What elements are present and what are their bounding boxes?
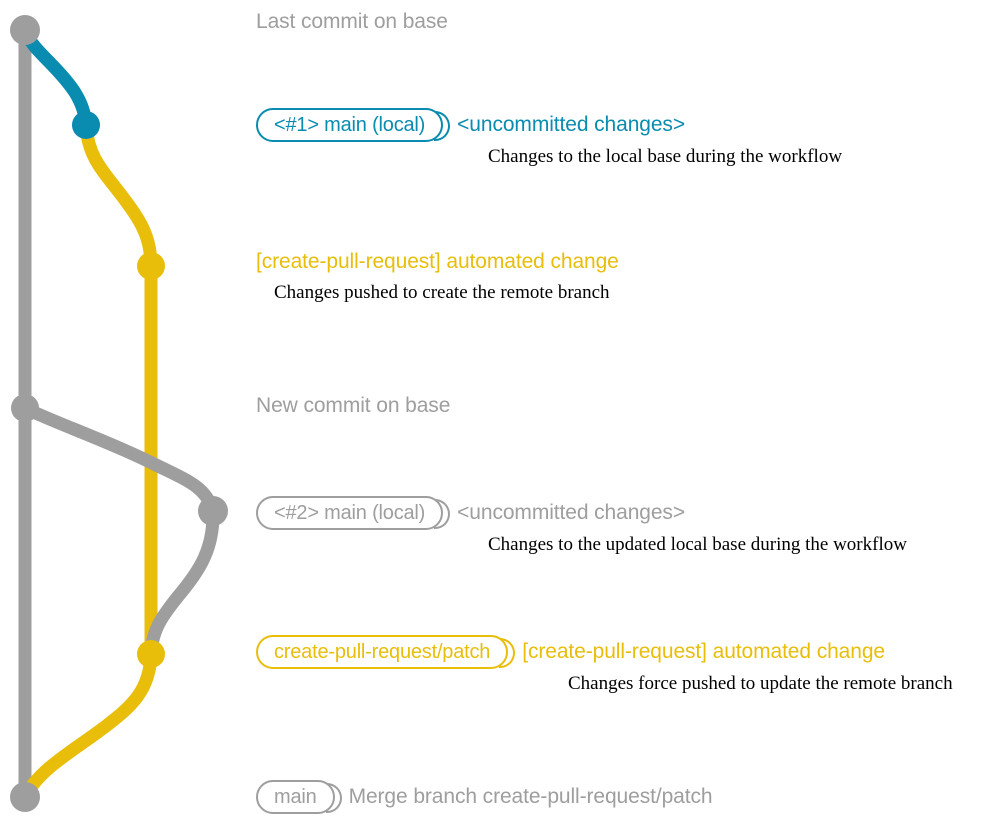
edge-base-to-local-1 (18, 25, 93, 132)
row-last-commit-on-base: Last commit on base (256, 10, 448, 34)
row-main-local-1: <#1> main (local) <uncommitted changes> … (256, 108, 842, 168)
commit-message-last-commit-on-base: Last commit on base (256, 10, 448, 33)
node-automated-change-1[interactable] (137, 252, 165, 280)
row-merge-commit: main Merge branch create-pull-request/pa… (256, 780, 713, 814)
badge-wrap-main: main (256, 780, 342, 814)
row-new-commit-on-base: New commit on base (256, 394, 450, 418)
commit-message-automated-change-1: [create-pull-request] automated change (256, 250, 619, 273)
node-main-local-2[interactable] (198, 496, 228, 526)
row-main-local-2: <#2> main (local) <uncommitted changes> … (256, 496, 907, 556)
edge-patch-2-to-merge (18, 647, 158, 804)
commit-description-automated-change-2: Changes force pushed to update the remot… (568, 673, 953, 694)
commit-message-main-local-2: <uncommitted changes> (457, 501, 685, 524)
ref-badge-create-pull-request-patch[interactable]: create-pull-request/patch (256, 635, 516, 669)
ref-badge-main-local-1[interactable]: <#1> main (local) (256, 108, 451, 142)
node-automated-change-2[interactable] (137, 640, 165, 668)
edge-local-2-to-patch-2 (144, 504, 220, 661)
commit-message-merge-commit: Merge branch create-pull-request/patch (348, 785, 713, 808)
commit-description-main-local-2: Changes to the updated local base during… (488, 534, 907, 555)
commit-description-main-local-1: Changes to the local base during the wor… (488, 146, 843, 167)
node-last-commit-on-base[interactable] (10, 15, 40, 45)
badge-wrap-main-local-1: <#1> main (local) (256, 108, 451, 142)
edge-base-to-local-2 (18, 401, 220, 518)
ref-badge-main-local-2[interactable]: <#2> main (local) (256, 496, 451, 530)
node-main-local-1[interactable] (72, 111, 100, 139)
ref-badge-main[interactable]: main (256, 780, 342, 814)
commit-message-automated-change-2: [create-pull-request] automated change (522, 640, 885, 663)
badge-wrap-main-local-2: <#2> main (local) (256, 496, 451, 530)
edge-local-1-to-patch-1 (79, 118, 158, 273)
commit-message-main-local-1: <uncommitted changes> (457, 113, 685, 136)
node-new-commit-on-base[interactable] (11, 394, 39, 422)
commit-description-automated-change-1: Changes pushed to create the remote bran… (274, 282, 610, 303)
row-automated-change-1: [create-pull-request] automated change C… (256, 250, 619, 304)
badge-wrap-patch-branch: create-pull-request/patch (256, 635, 516, 669)
commit-message-new-commit-on-base: New commit on base (256, 394, 451, 417)
node-merge-commit[interactable] (10, 782, 40, 812)
row-automated-change-2: create-pull-request/patch [create-pull-r… (256, 635, 953, 695)
